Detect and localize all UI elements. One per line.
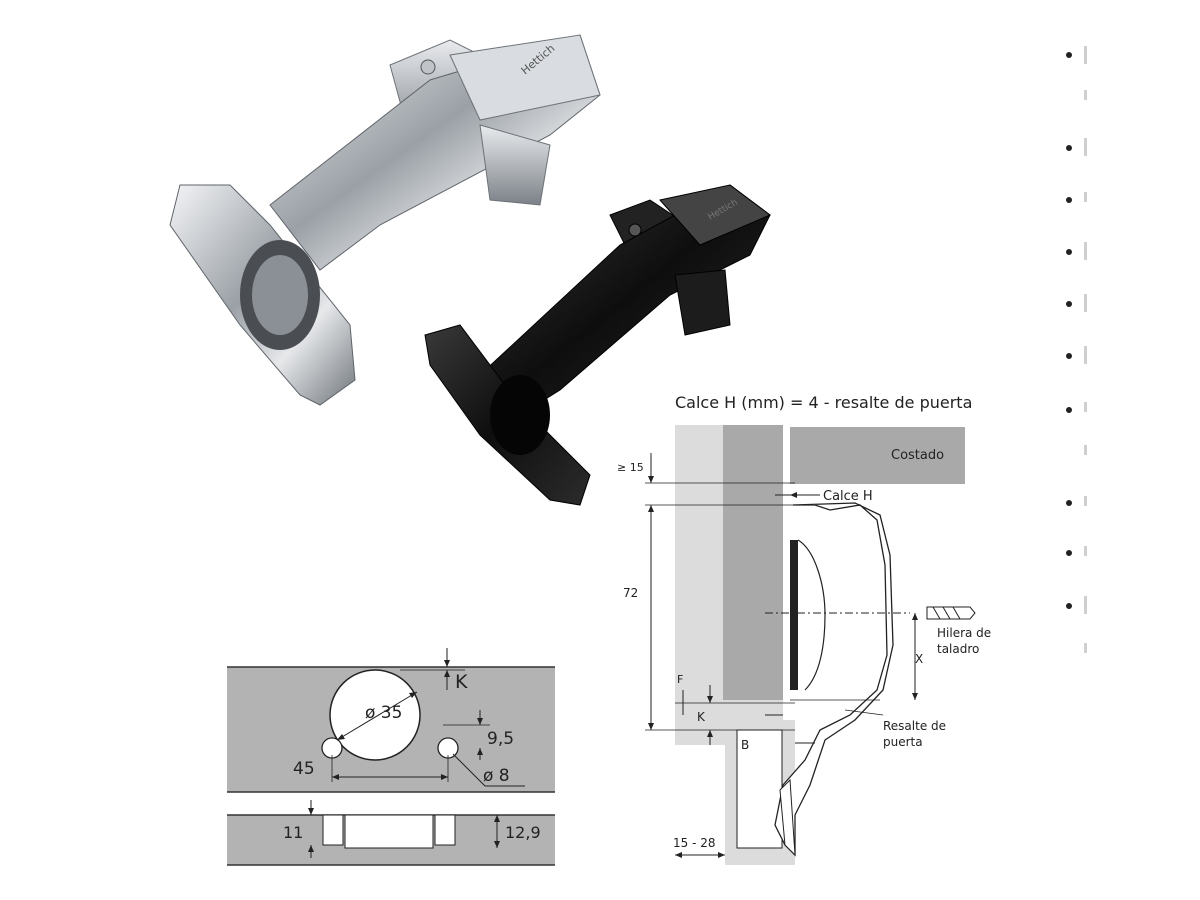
bullet-2 — [1066, 145, 1072, 151]
depth-11-label: 11 — [283, 823, 303, 842]
formula-title: Calce H (mm) = 4 - resalte de puerta — [675, 393, 972, 412]
costado-label: Costado — [891, 448, 944, 463]
bullet-8 — [1066, 500, 1072, 506]
cup-drilling-drawing: ø 35 K 9,5 ø 8 45 11 12,9 — [227, 648, 555, 866]
silver-hinge-photo: Hettich — [169, 34, 601, 406]
bullet-1 — [1066, 52, 1072, 58]
hinge-outline — [774, 502, 894, 857]
f-label: F — [677, 673, 683, 686]
bullet-9 — [1066, 550, 1072, 556]
resalte-line1: Resalte de — [883, 719, 946, 733]
spacing-45-label: 45 — [293, 759, 315, 779]
clipped-bullet-list — [1052, 0, 1200, 900]
x-label: X — [915, 652, 923, 666]
black-hinge-photo: Hettich — [424, 184, 771, 506]
ge15-label: ≥ 15 — [617, 461, 644, 474]
depth-12-9-label: 12,9 — [505, 823, 541, 842]
height-72-label: 72 — [623, 586, 638, 600]
hinge-cup — [790, 540, 798, 690]
bullet-4 — [1066, 249, 1072, 255]
bullet-10 — [1066, 603, 1072, 609]
bullet-7 — [1066, 407, 1072, 413]
side-section-drawing: Calce H (mm) = 4 - resalte de puerta Cos… — [617, 393, 991, 865]
thickness-label: 15 - 28 — [673, 836, 716, 850]
hilera-line2: taladro — [937, 642, 979, 656]
bullet-1-text-fragment — [1084, 46, 1087, 64]
k-label-side: K — [697, 710, 706, 724]
b-label: B — [741, 738, 749, 752]
cup-hole — [329, 669, 421, 761]
resalte-line2: puerta — [883, 735, 923, 749]
k-label-cup: K — [455, 671, 468, 693]
hilera-line1: Hilera de — [937, 626, 991, 640]
bullet-5 — [1066, 301, 1072, 307]
calce-h-label: Calce H — [823, 489, 873, 504]
costado-panel — [790, 427, 965, 484]
offset-9-5-label: 9,5 — [487, 729, 514, 749]
bullet-3 — [1066, 197, 1072, 203]
cup-diameter-label: ø 35 — [365, 703, 402, 723]
bullet-6 — [1066, 353, 1072, 359]
hole-diameter-label: ø 8 — [483, 766, 510, 786]
